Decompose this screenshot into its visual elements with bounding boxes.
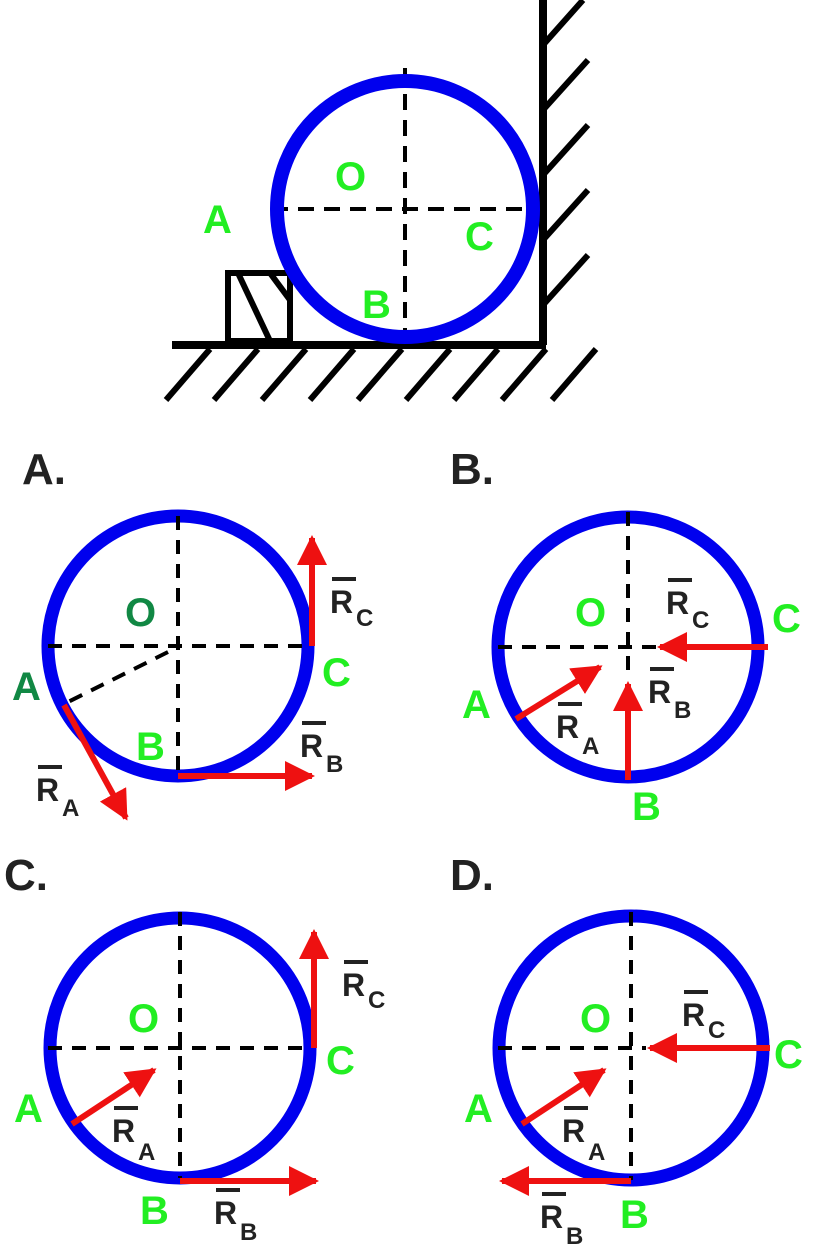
main-label-a: A: [203, 198, 232, 242]
option-b: B. O A B C R A R B R C: [450, 445, 801, 829]
option-d-label-b: B: [620, 1193, 649, 1237]
option-a-arrows: [61, 535, 327, 821]
option-a-axes: [48, 516, 308, 776]
option-d-rb-sub: B: [566, 1223, 583, 1247]
option-b-label-b: B: [632, 785, 661, 829]
option-c-arrow-ra: [70, 1067, 157, 1127]
main-figure: O A C B: [163, 0, 599, 402]
option-a-label-c: C: [322, 651, 351, 695]
main-label-c: C: [465, 215, 494, 259]
option-d-key: D.: [450, 851, 494, 900]
option-a-label-b: B: [136, 725, 165, 769]
option-a-arrow-ra: [61, 703, 129, 821]
option-a-label-o: O: [125, 591, 156, 635]
option-c-rb-label: R: [214, 1195, 237, 1231]
option-d-ra-sub: A: [588, 1139, 605, 1166]
option-b-ra-sub: A: [582, 733, 599, 760]
option-a-ra-sub: A: [62, 795, 79, 822]
option-d-label-a: A: [464, 1087, 493, 1131]
option-c-axes: [48, 912, 310, 1178]
option-c-label-o: O: [128, 997, 159, 1041]
option-b-ra-label: R: [556, 709, 579, 745]
option-d-arrow-ra: [520, 1067, 607, 1127]
option-a-label-a: A: [12, 665, 41, 709]
option-d-rc-label: R: [682, 997, 705, 1033]
option-d-arrows: [499, 1033, 770, 1196]
main-label-b: B: [362, 283, 391, 327]
option-d-ra-label: R: [562, 1113, 585, 1149]
option-b-rb-label: R: [648, 674, 671, 710]
option-c-rc-sub: C: [368, 987, 385, 1014]
option-c-label-a: A: [14, 1087, 43, 1131]
option-c-label-c: C: [326, 1039, 355, 1083]
option-c-rb-sub: B: [240, 1219, 257, 1246]
option-c: C. O A B C R A R B R C: [4, 851, 385, 1246]
option-a-key: A.: [22, 445, 66, 494]
option-d-rb-label: R: [540, 1199, 563, 1235]
option-b-label-o: O: [575, 591, 606, 635]
option-b-key: B.: [450, 445, 494, 494]
option-a-ra-label: R: [36, 772, 59, 808]
option-d-rc-sub: C: [708, 1017, 725, 1044]
option-c-ra-label: R: [112, 1113, 135, 1149]
option-b-rc-sub: C: [692, 607, 709, 634]
main-circle: [270, 74, 540, 344]
option-d-label-o: O: [580, 997, 611, 1041]
main-label-o: O: [335, 155, 366, 199]
option-a-rc-label: R: [330, 584, 353, 620]
option-a-rb-sub: B: [326, 751, 343, 778]
wall-hatching: [540, 0, 591, 308]
option-b-axes: [498, 512, 660, 677]
option-d-label-c: C: [774, 1033, 803, 1077]
option-c-rc-label: R: [342, 967, 365, 1003]
option-a: A. O A B C R A R B R C: [12, 445, 373, 822]
block: [225, 270, 293, 344]
option-b-rb-sub: B: [674, 697, 691, 724]
option-c-label-b: B: [140, 1189, 169, 1233]
option-c-key: C.: [4, 851, 48, 900]
floor-hatching: [163, 347, 599, 402]
option-b-label-a: A: [462, 683, 491, 727]
option-c-arrows: [70, 929, 329, 1196]
option-b-label-c: C: [772, 597, 801, 641]
option-d-axes: [498, 912, 646, 1180]
main-axes: [272, 68, 543, 345]
option-b-rc-label: R: [666, 585, 689, 621]
option-b-arrows: [514, 632, 768, 780]
option-a-rb-label: R: [300, 728, 323, 764]
option-a-rc-sub: C: [356, 605, 373, 632]
option-c-ra-sub: A: [138, 1139, 155, 1166]
option-d: D. O A B C R A R B R C: [450, 851, 803, 1247]
option-b-arrow-ra: [514, 664, 603, 722]
